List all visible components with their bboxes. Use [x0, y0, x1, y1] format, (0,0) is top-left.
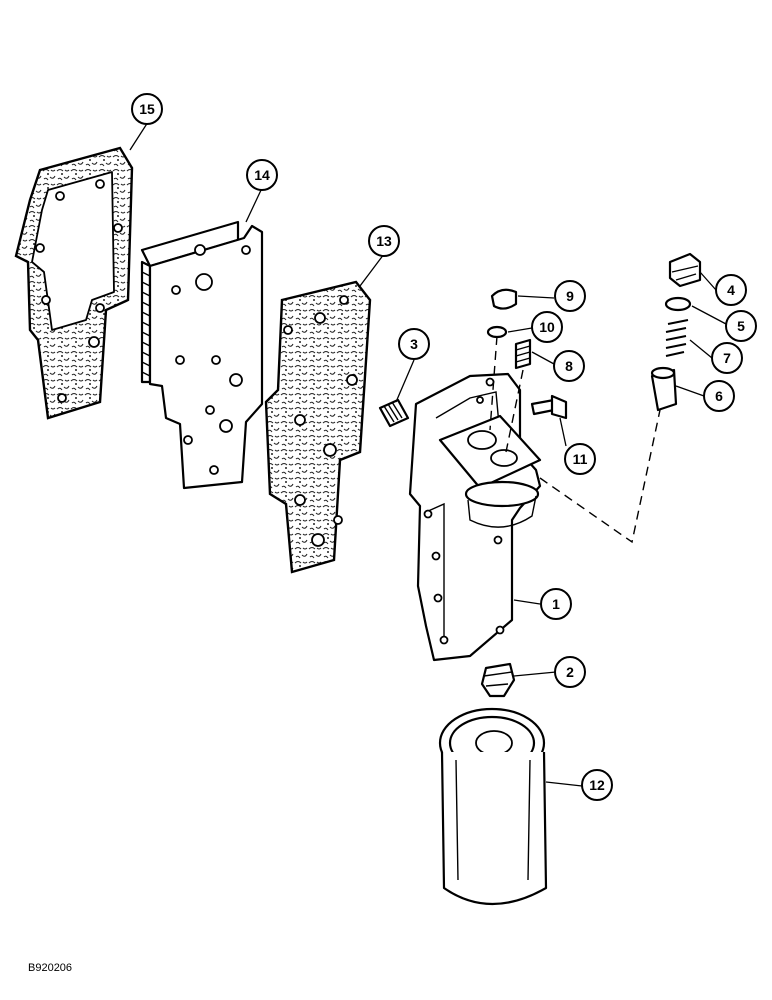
svg-text:8: 8 [565, 358, 573, 374]
svg-text:4: 4 [727, 282, 735, 298]
leader-14 [245, 187, 263, 223]
svg-text:14: 14 [254, 167, 270, 183]
leader-9 [517, 295, 555, 299]
bolt-11 [530, 394, 568, 420]
callout-6: 6 [703, 380, 735, 412]
leader-12 [545, 781, 583, 787]
svg-text:7: 7 [723, 350, 731, 366]
callout-8: 8 [553, 350, 585, 382]
svg-text:5: 5 [737, 318, 745, 334]
oil-cooler-14 [140, 220, 264, 490]
leader-15 [129, 121, 149, 151]
gasket-15 [14, 146, 134, 420]
leader-4 [699, 271, 717, 291]
leader-6 [675, 385, 705, 397]
oil-filter-head-1 [408, 372, 542, 662]
callout-4: 4 [715, 274, 747, 306]
drawing-id: B920206 [28, 962, 73, 974]
spring-7 [665, 319, 689, 357]
leader-8 [531, 351, 555, 365]
svg-text:13: 13 [376, 233, 392, 249]
svg-text:11: 11 [573, 451, 588, 467]
plug-3 [378, 398, 410, 428]
o-ring-10 [486, 325, 508, 339]
alignment-line-bolt-bore [539, 409, 661, 544]
leader-1 [513, 599, 541, 605]
alignment-line-plug-9 [489, 335, 498, 431]
leader-13 [359, 253, 385, 287]
callout-13: 13 [368, 225, 400, 257]
callout-1: 1 [540, 588, 572, 620]
callout-11: 11 [564, 443, 596, 475]
callout-9: 9 [554, 280, 586, 312]
svg-text:10: 10 [539, 319, 555, 335]
plug-8 [514, 338, 532, 370]
oil-filter-12 [438, 707, 548, 905]
callout-14: 14 [246, 159, 278, 191]
callout-7: 7 [711, 342, 743, 374]
leader-2 [513, 671, 557, 677]
svg-text:1: 1 [552, 596, 560, 612]
svg-text:6: 6 [715, 388, 723, 404]
svg-text:9: 9 [566, 288, 574, 304]
svg-text:12: 12 [589, 777, 605, 793]
callout-5: 5 [725, 310, 757, 342]
svg-text:3: 3 [410, 336, 418, 352]
leader-11 [559, 417, 567, 447]
piston-6 [650, 366, 678, 412]
callout-2: 2 [554, 656, 586, 688]
leader-7 [689, 339, 713, 359]
o-ring-5 [664, 296, 692, 312]
svg-text:2: 2 [566, 664, 574, 680]
leader-3 [395, 359, 415, 403]
leader-10 [507, 327, 533, 333]
plug-9 [490, 288, 518, 310]
callout-15: 15 [131, 93, 163, 125]
gasket-13 [264, 280, 372, 574]
plug-4 [668, 252, 702, 288]
callout-3: 3 [398, 328, 430, 360]
leader-5 [691, 305, 727, 325]
callout-12: 12 [581, 769, 613, 801]
callout-10: 10 [531, 311, 563, 343]
svg-text:15: 15 [139, 101, 155, 117]
fitting-2 [480, 662, 516, 698]
